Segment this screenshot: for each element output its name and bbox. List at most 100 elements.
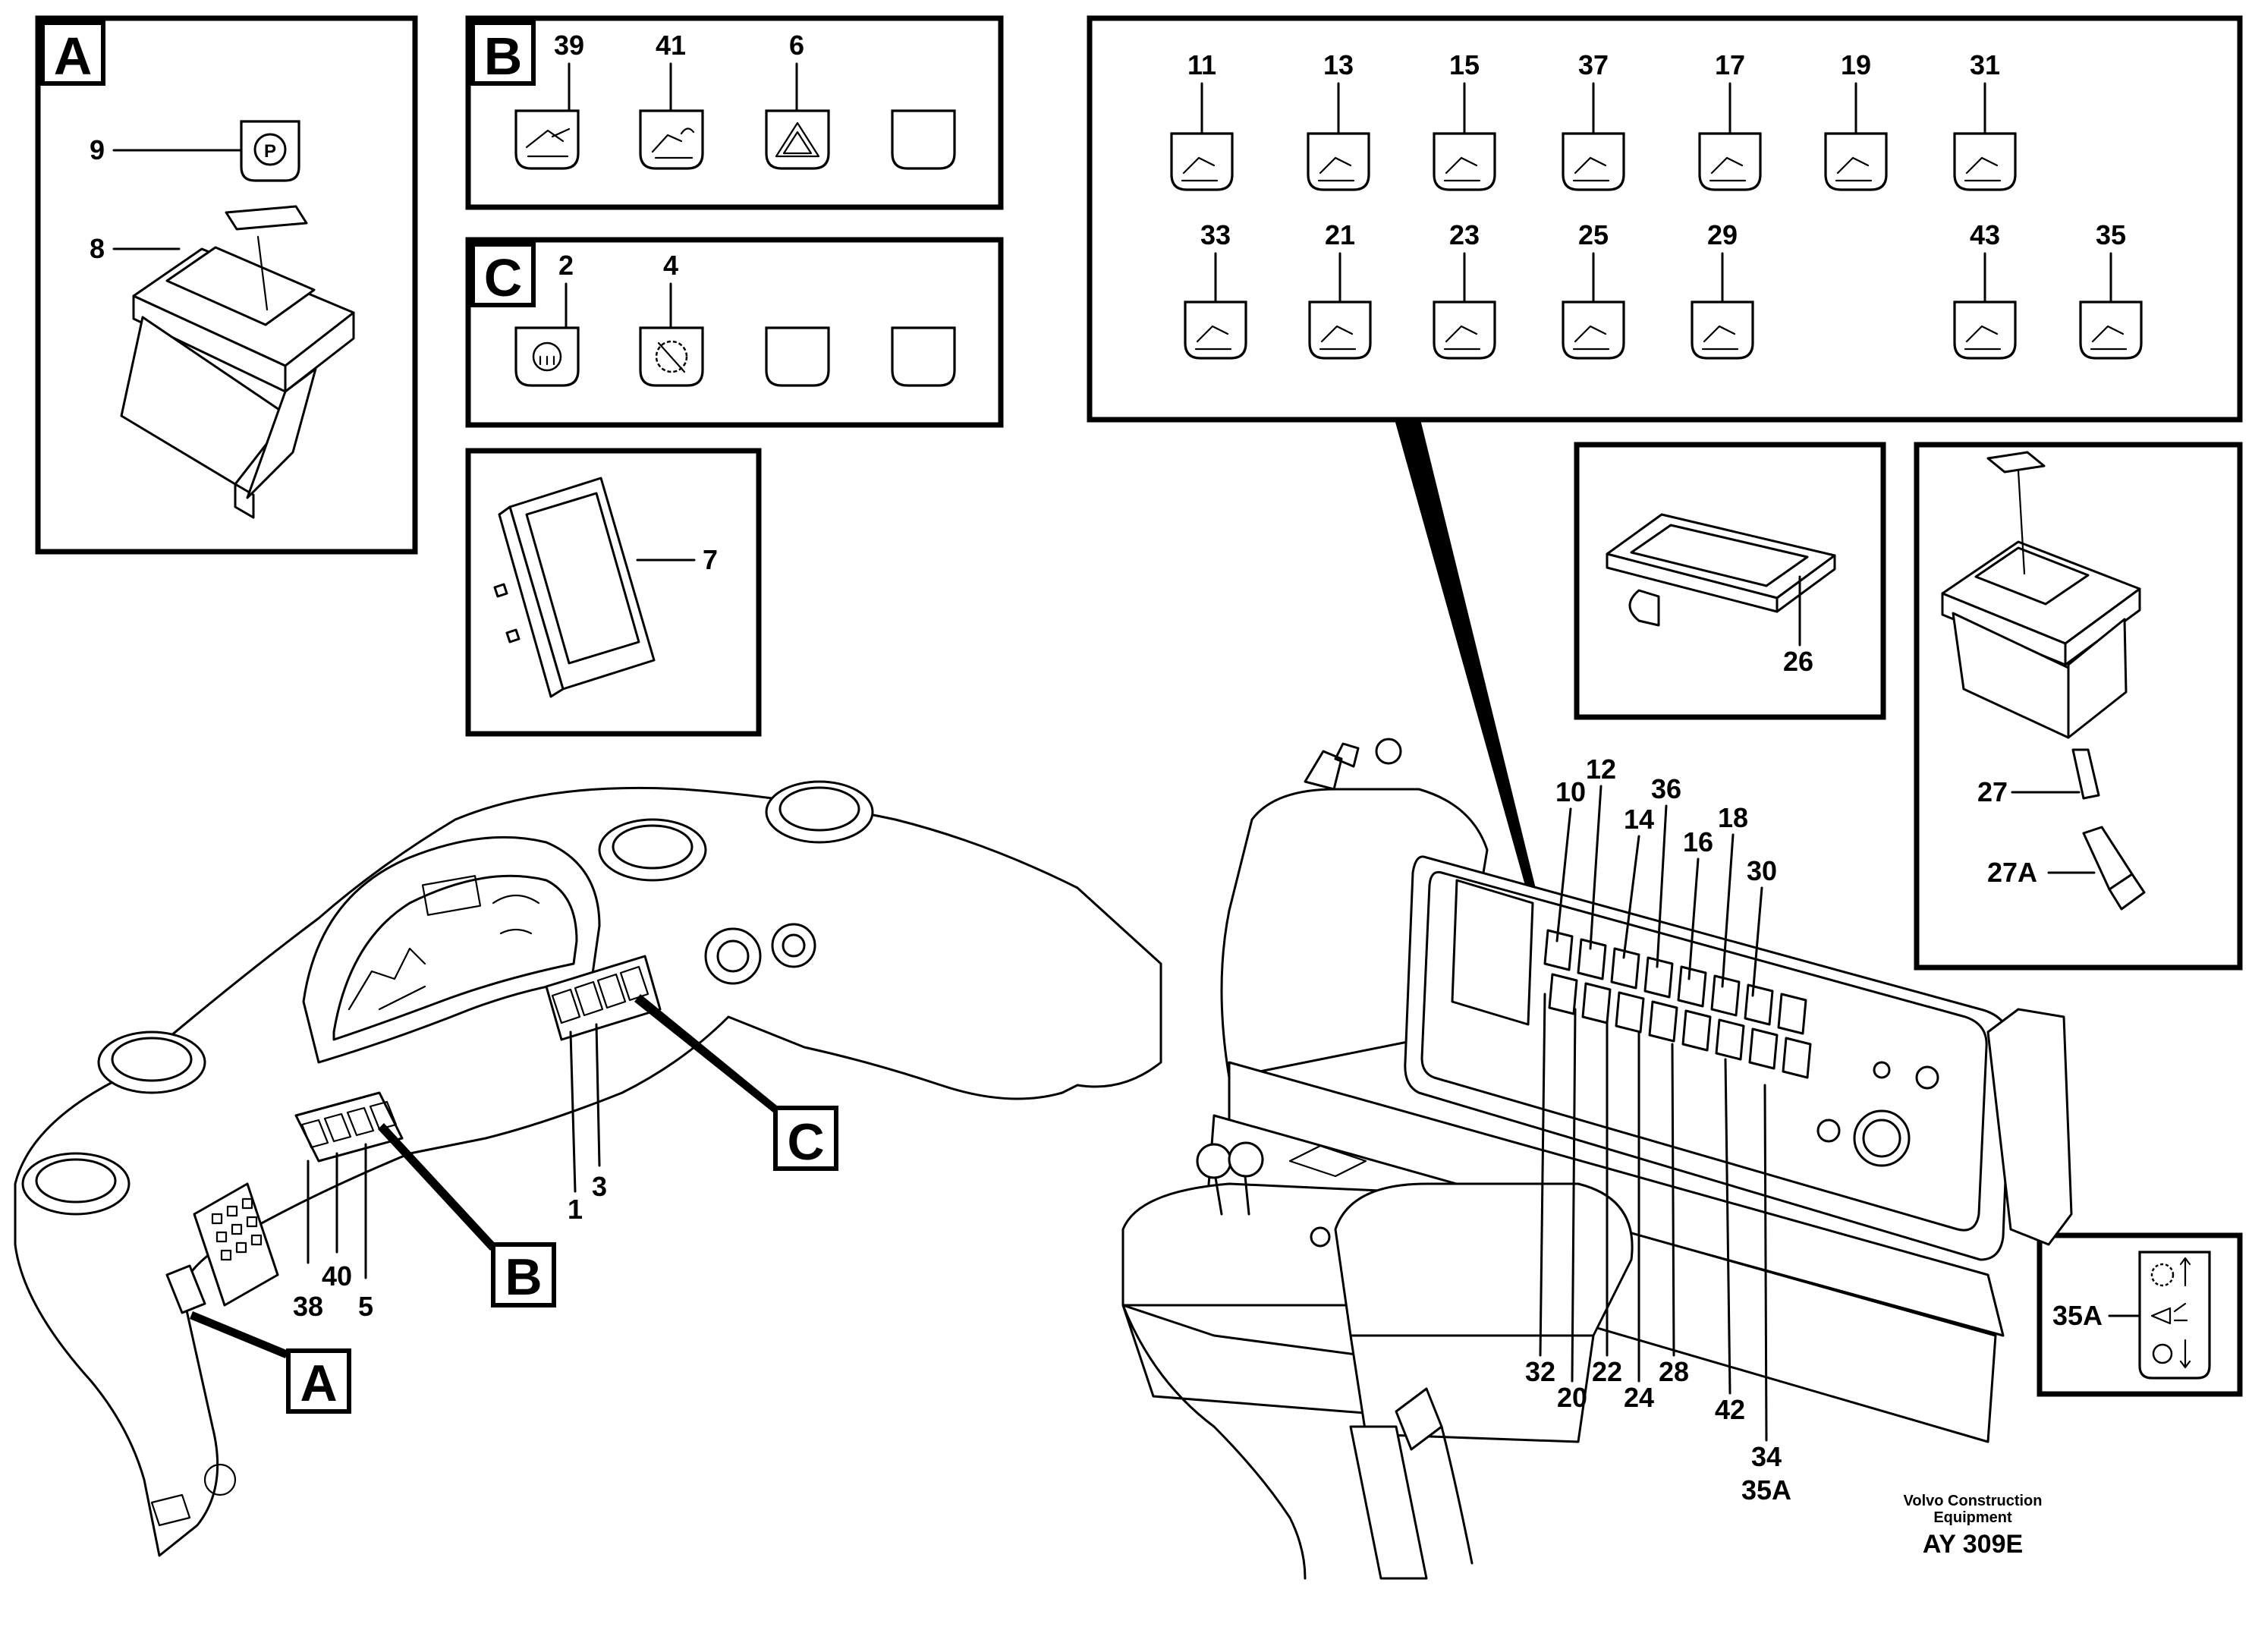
symbol-icon-35: [2079, 301, 2143, 360]
console-switch: [1748, 1027, 1779, 1070]
label-7: 7: [703, 544, 718, 575]
console-leader: [1555, 807, 1572, 942]
console-leader: [1656, 804, 1668, 968]
symbol-glyph: [1964, 156, 2002, 182]
label-1: 1: [568, 1194, 583, 1225]
dashboard-callouts: C B A 38 40 5 1 3: [190, 994, 838, 1414]
parking-brake-icon: P: [240, 120, 300, 182]
symbol-glyph: [1443, 156, 1481, 182]
console-switch: [1648, 1000, 1678, 1043]
rocker-switch-drawing: [120, 205, 355, 519]
label-40: 40: [322, 1260, 352, 1292]
company-name: Volvo Construction: [1904, 1493, 2043, 1509]
symbol-icon-37: [1562, 132, 1625, 191]
console-leader: [1751, 886, 1763, 997]
console-leader: [1763, 1084, 1768, 1442]
box-letter-a: A: [54, 27, 93, 86]
symbol-glyph: [1443, 325, 1481, 351]
symbol-label-15: 15: [1449, 49, 1480, 80]
console-switch: [1681, 1009, 1712, 1052]
symbol-glyph: [2090, 325, 2128, 351]
console-leader: [1571, 1008, 1577, 1383]
footer: Volvo Construction Equipment AY 309E: [1904, 1493, 2043, 1559]
console-label-36: 36: [1651, 773, 1681, 804]
label-4: 4: [663, 250, 678, 281]
console-leader: [1589, 785, 1603, 950]
console-label-32: 32: [1525, 1356, 1555, 1387]
console-switch: [1581, 982, 1612, 1024]
symbol-glyph: [1572, 325, 1610, 351]
symbol-label-11: 11: [1187, 49, 1216, 80]
detail-box-part7: 7: [465, 448, 762, 737]
label-27a: 27A: [1987, 857, 2037, 888]
console-label-12: 12: [1586, 754, 1616, 785]
console-label-14: 14: [1624, 804, 1654, 835]
detail-box-part27: 27 27A: [1914, 442, 2243, 971]
console-switch: [1543, 929, 1574, 971]
symbol-label-23: 23: [1449, 219, 1480, 250]
label-2: 2: [558, 250, 574, 281]
symbol-label-31: 31: [1970, 49, 2000, 80]
symbol-glyph: [1181, 156, 1219, 182]
console-switch: [1782, 1037, 1812, 1079]
console-switch: [1710, 974, 1741, 1017]
symbol-label-25: 25: [1578, 219, 1609, 250]
symbol-label-35: 35: [2096, 219, 2126, 250]
console-label-42: 42: [1715, 1394, 1745, 1425]
label-26: 26: [1783, 646, 1813, 677]
hazard-warning-icon: [765, 109, 830, 170]
detail-box-a: A 9 P 8: [35, 15, 418, 555]
console-leader: [1687, 857, 1700, 980]
symbol-icon-25: [1562, 301, 1625, 360]
console-switch: [1610, 947, 1640, 990]
label-35a-detail: 35A: [2052, 1300, 2103, 1331]
symbol-label-37: 37: [1578, 49, 1609, 80]
company-name-line2: Equipment: [1933, 1509, 2012, 1526]
callout-b: B: [505, 1248, 542, 1306]
console-leader: [1721, 833, 1735, 988]
symbol-glyph: [1194, 325, 1232, 351]
dashboard-drawing: [14, 780, 1162, 1557]
symbol-label-19: 19: [1841, 49, 1871, 80]
symbol-icon-13: [1307, 132, 1370, 191]
callout-a: A: [300, 1355, 337, 1412]
console-label-34: 34: [1751, 1441, 1782, 1472]
symbol-glyph: [1964, 325, 2002, 351]
console-leader: [1622, 835, 1640, 959]
console-drawing: [1121, 738, 2073, 1580]
label-8: 8: [90, 233, 105, 264]
svg-text:P: P: [264, 141, 276, 162]
symbol-icon-21: [1308, 301, 1372, 360]
console-label-24: 24: [1624, 1382, 1654, 1413]
symbol-label-17: 17: [1715, 49, 1745, 80]
symbol-icon-15: [1433, 132, 1496, 191]
label-27: 27: [1977, 776, 2008, 807]
console-label-22: 22: [1592, 1356, 1622, 1387]
label-9: 9: [90, 134, 105, 165]
symbol-icon-31: [1953, 132, 2017, 191]
console-switch: [1715, 1018, 1745, 1061]
symbol-icon-19: [1824, 132, 1888, 191]
console-label-20: 20: [1557, 1382, 1587, 1413]
symbol-glyph: [1709, 156, 1747, 182]
console-label-35a: 35A: [1741, 1474, 1791, 1506]
console-label-28: 28: [1659, 1356, 1689, 1387]
label-39: 39: [554, 30, 584, 61]
label-3: 3: [592, 1171, 607, 1202]
symbol-glyph: [1701, 325, 1739, 351]
symbol-icon-29: [1691, 301, 1754, 360]
detail-box-c: C 2 4: [465, 237, 1004, 428]
label-6: 6: [789, 30, 804, 61]
console-switch: [1777, 993, 1807, 1035]
detail-box-part35a: 35A: [2037, 1232, 2243, 1397]
symbol-label-29: 29: [1707, 219, 1738, 250]
symbol-glyph: [1317, 156, 1355, 182]
console-label-30: 30: [1747, 855, 1777, 886]
console-label-16: 16: [1683, 826, 1713, 857]
symbol-label-33: 33: [1200, 219, 1231, 250]
pointer-wedge: [1395, 420, 1548, 939]
